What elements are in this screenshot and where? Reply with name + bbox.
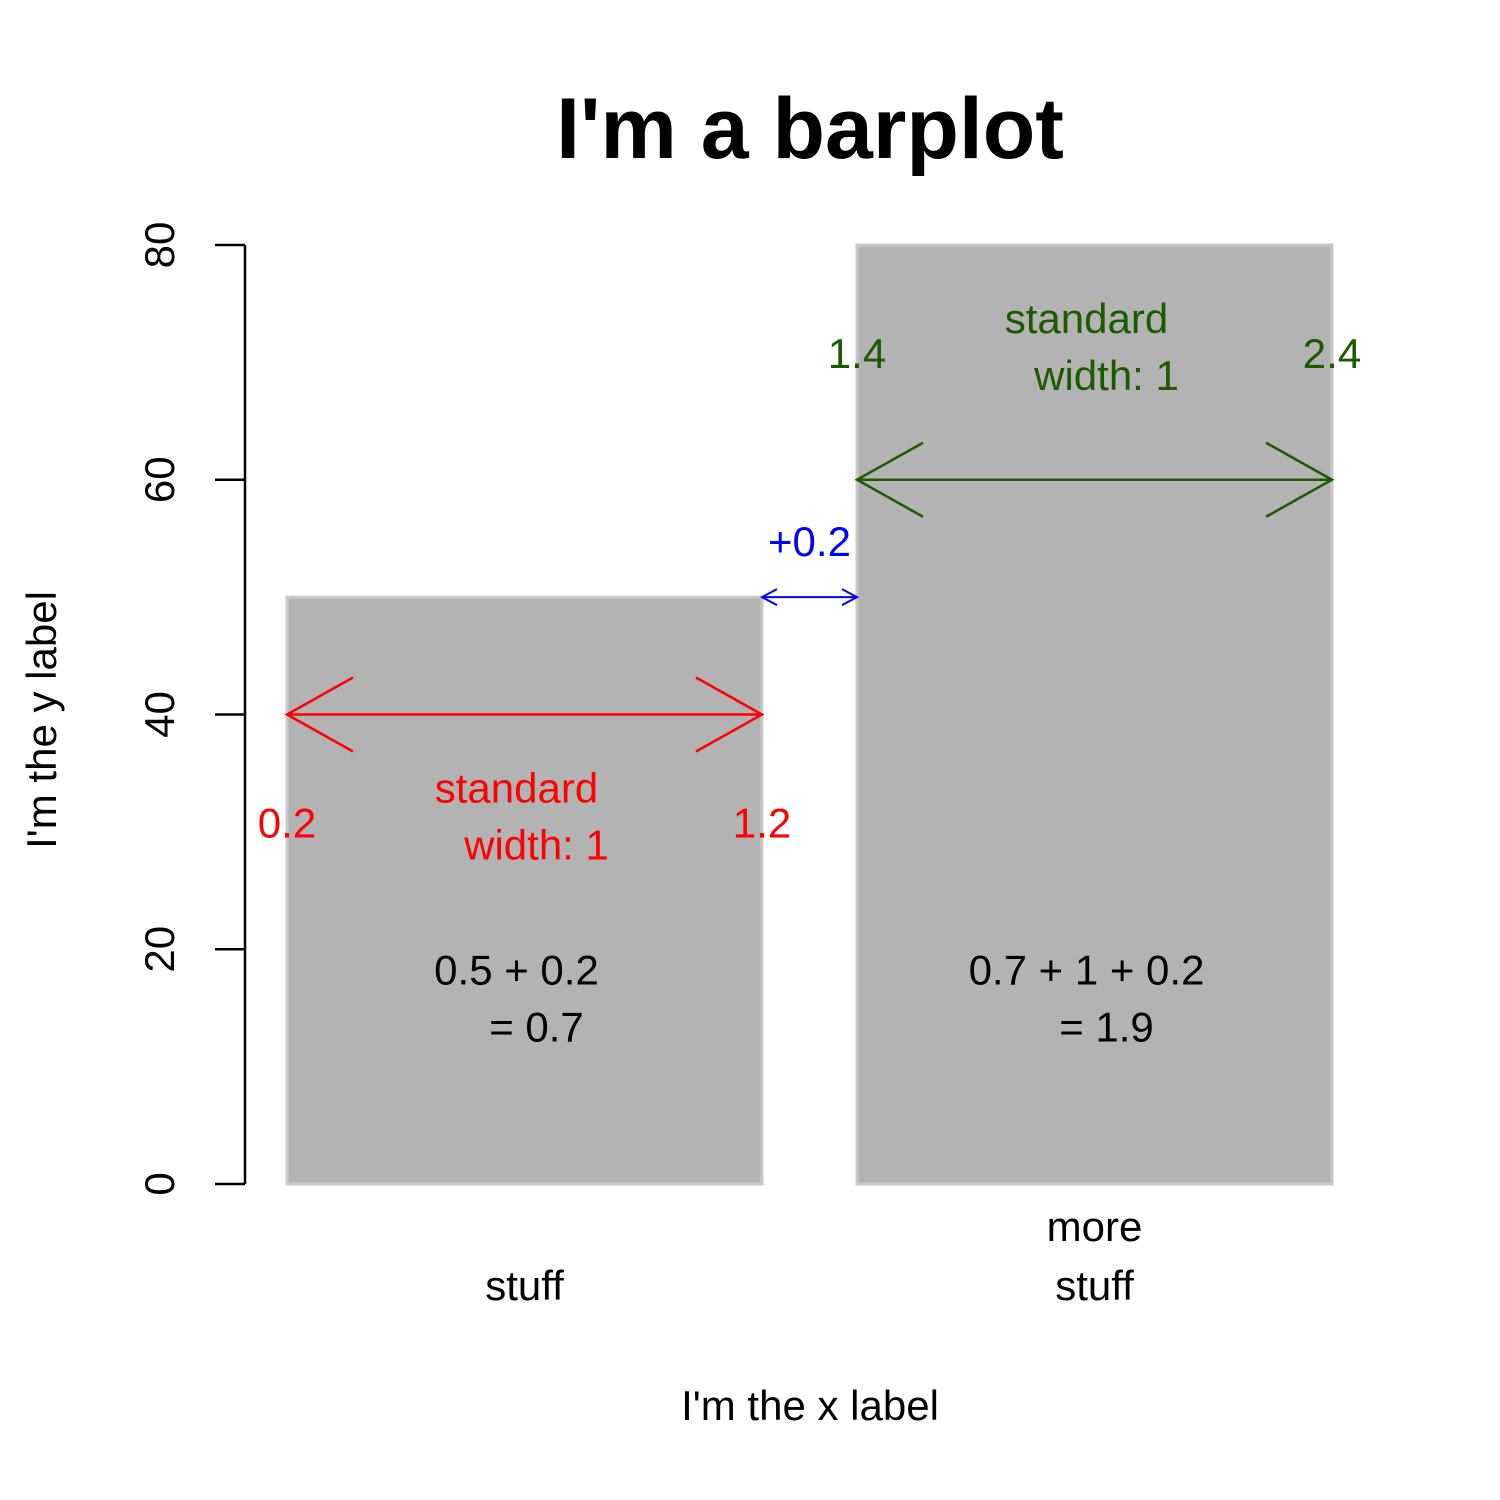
bar-2 — [855, 243, 1334, 1186]
y-axis-label: I'm the y label — [18, 591, 65, 849]
blue-gap-arrow-head-left — [759, 588, 778, 607]
green-width-arrow-head-left — [854, 441, 924, 518]
blue-gap-label: +0.2 — [768, 518, 851, 565]
green-width-arrow-head-right — [1265, 441, 1335, 518]
right-position-formula-line-1: 0.7 + 1 + 0.2 — [969, 946, 1205, 993]
blue-gap-arrow-head-right — [841, 588, 860, 607]
y-tick-label-0: 0 — [136, 1172, 183, 1195]
green-width-label-line-2: width: 1 — [1033, 352, 1179, 399]
red-width-arrow-head-left — [284, 676, 354, 753]
red-width-label-line-1: standard — [435, 765, 598, 812]
plot-area: 0 20 40 60 80 stuff more stuff 0.2 1.2 standard wid… — [136, 222, 1361, 1309]
x-axis-label: I'm the x label — [681, 1382, 939, 1429]
red-right-edge-label: 1.2 — [733, 800, 791, 847]
y-tick-label-20: 20 — [136, 926, 183, 973]
green-left-edge-label: 1.4 — [828, 330, 886, 377]
green-right-edge-label: 2.4 — [1303, 330, 1361, 377]
red-width-label-line-2: width: 1 — [463, 822, 609, 869]
y-tick-label-40: 40 — [136, 691, 183, 738]
left-position-formula-line-2: = 0.7 — [489, 1003, 584, 1050]
y-tick-label-60: 60 — [136, 456, 183, 503]
category-label-2-line-2: stuff — [1055, 1262, 1134, 1309]
category-label-1-line-1: stuff — [485, 1262, 564, 1309]
left-position-formula-line-1: 0.5 + 0.2 — [434, 946, 599, 993]
red-left-edge-label: 0.2 — [258, 800, 316, 847]
chart-title: I'm a barplot — [556, 81, 1064, 177]
right-position-formula-line-2: = 1.9 — [1059, 1003, 1154, 1050]
y-tick-label-80: 80 — [136, 222, 183, 269]
red-width-arrow-head-right — [695, 676, 765, 753]
category-label-2-line-1: more — [1047, 1203, 1143, 1250]
green-width-label-line-1: standard — [1005, 295, 1168, 342]
bar-1 — [285, 595, 764, 1186]
